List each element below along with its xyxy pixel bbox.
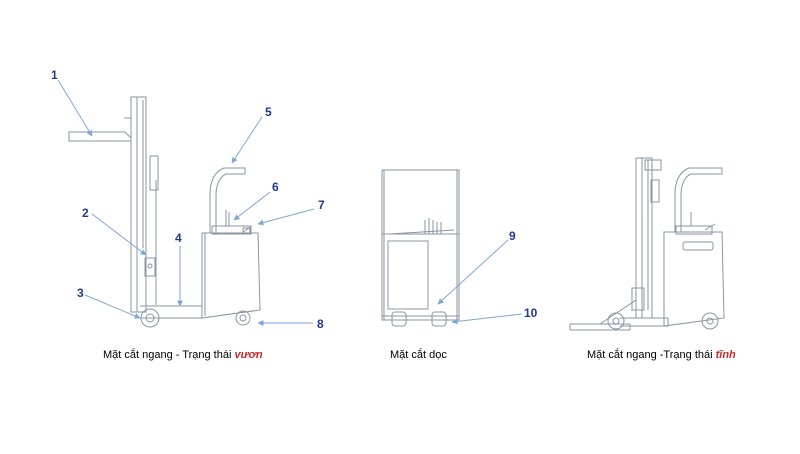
static-front-wheel <box>607 312 625 330</box>
section-right-wheel <box>431 311 447 327</box>
arrow-2 <box>91 213 147 256</box>
front-wheel <box>140 308 160 328</box>
control-levers <box>424 218 442 234</box>
mast-inner <box>130 96 138 313</box>
static-mast-inner <box>635 157 643 319</box>
arrow-7 <box>257 208 315 226</box>
arrow-9 <box>437 239 509 305</box>
callout-9: 9 <box>509 229 516 243</box>
section-body <box>381 233 460 317</box>
caption-reach-state: Mặt cắt ngang - Trạng thái vươn <box>103 349 263 361</box>
static-overhead-handle <box>674 167 723 232</box>
callout-6: 6 <box>272 180 279 194</box>
caption-front-section: Mặt cắt dọc <box>390 349 447 361</box>
arrow-5 <box>231 116 263 164</box>
callout-7: 7 <box>318 198 325 212</box>
front-section <box>381 169 460 327</box>
caption-static-state-word: tĩnh <box>715 349 736 361</box>
static-body <box>663 231 725 327</box>
carriage <box>144 257 156 277</box>
overhead-handle <box>209 167 246 233</box>
side-view-reach <box>68 96 261 328</box>
truck-body <box>201 232 261 319</box>
side-view-static <box>569 157 725 331</box>
caption-reach-text: Mặt cắt ngang - Trạng thái <box>103 349 235 361</box>
static-base <box>620 317 669 327</box>
caption-static-text: Mặt cắt ngang -Trạng thái <box>587 349 716 361</box>
caption-static-state: Mặt cắt ngang -Trạng thái tĩnh <box>587 349 736 361</box>
callout-8: 8 <box>317 317 324 331</box>
arrow-6 <box>233 191 271 221</box>
callout-2: 2 <box>82 206 89 220</box>
base-frame <box>140 305 203 319</box>
callout-arrows <box>57 79 523 326</box>
section-left-wheel <box>391 311 407 327</box>
callout-4: 4 <box>175 231 182 245</box>
callout-5: 5 <box>265 105 272 119</box>
lowered-forks <box>569 323 631 331</box>
mast-outer <box>136 96 147 313</box>
drive-wheel <box>235 310 251 326</box>
static-drive-wheel <box>701 312 719 330</box>
caption-front-text: Mặt cắt dọc <box>390 349 447 361</box>
arrow-3 <box>84 294 141 319</box>
overhead-guard <box>381 169 460 321</box>
callout-1: 1 <box>51 68 58 82</box>
arrow-1 <box>57 79 93 137</box>
raised-forks <box>68 131 132 142</box>
callout-10: 10 <box>524 306 538 320</box>
callout-3: 3 <box>77 286 84 300</box>
caption-reach-state-word: vươn <box>234 349 263 361</box>
arrow-10 <box>451 313 523 325</box>
